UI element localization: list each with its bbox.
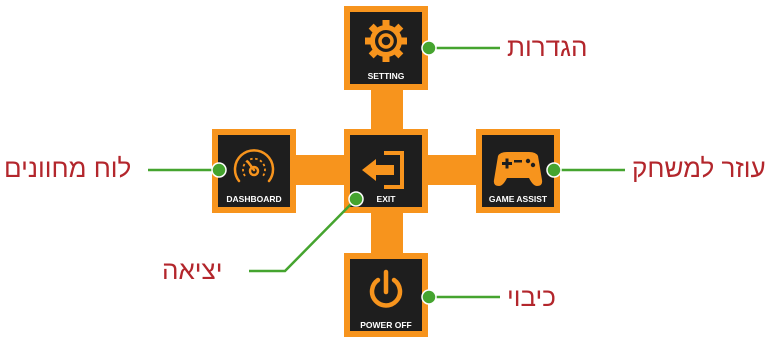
dashboard-caption: DASHBOARD (226, 194, 281, 204)
callout-dots (211, 40, 562, 305)
dashboard-callout-dot (211, 162, 227, 178)
exit-caption: EXIT (377, 194, 397, 204)
exit-leader-line (249, 198, 357, 273)
speedometer-icon (233, 149, 275, 183)
power-off-callout-label: כיבוי (507, 282, 556, 312)
game-assist-callout-label: עוזר למשחק (632, 153, 766, 183)
game-assist-callout-dot (546, 162, 562, 178)
setting-callout-label: הגדרות (507, 32, 588, 62)
dashboard-tile[interactable]: DASHBOARD (212, 129, 296, 213)
power-off-callout-dot (421, 289, 437, 305)
gamepad-icon (493, 152, 543, 186)
exit-callout-label: יציאה (162, 255, 223, 285)
dashboard-callout-label: לוח מחוונים (4, 153, 132, 183)
power-off-caption: POWER OFF (360, 320, 411, 330)
callout-leaders (148, 46, 625, 299)
exit-door-icon (362, 151, 404, 189)
setting-caption: SETTING (368, 71, 405, 81)
power-icon (369, 269, 403, 308)
setting-callout-dot (421, 40, 437, 56)
game-assist-caption: GAME ASSIST (489, 194, 548, 204)
setting-tile[interactable]: SETTING (344, 6, 428, 90)
gear-icon (365, 20, 407, 62)
game-assist-tile[interactable]: GAME ASSIST (476, 129, 560, 213)
power-off-tile[interactable]: POWER OFF (344, 253, 428, 337)
exit-callout-dot (348, 191, 364, 207)
